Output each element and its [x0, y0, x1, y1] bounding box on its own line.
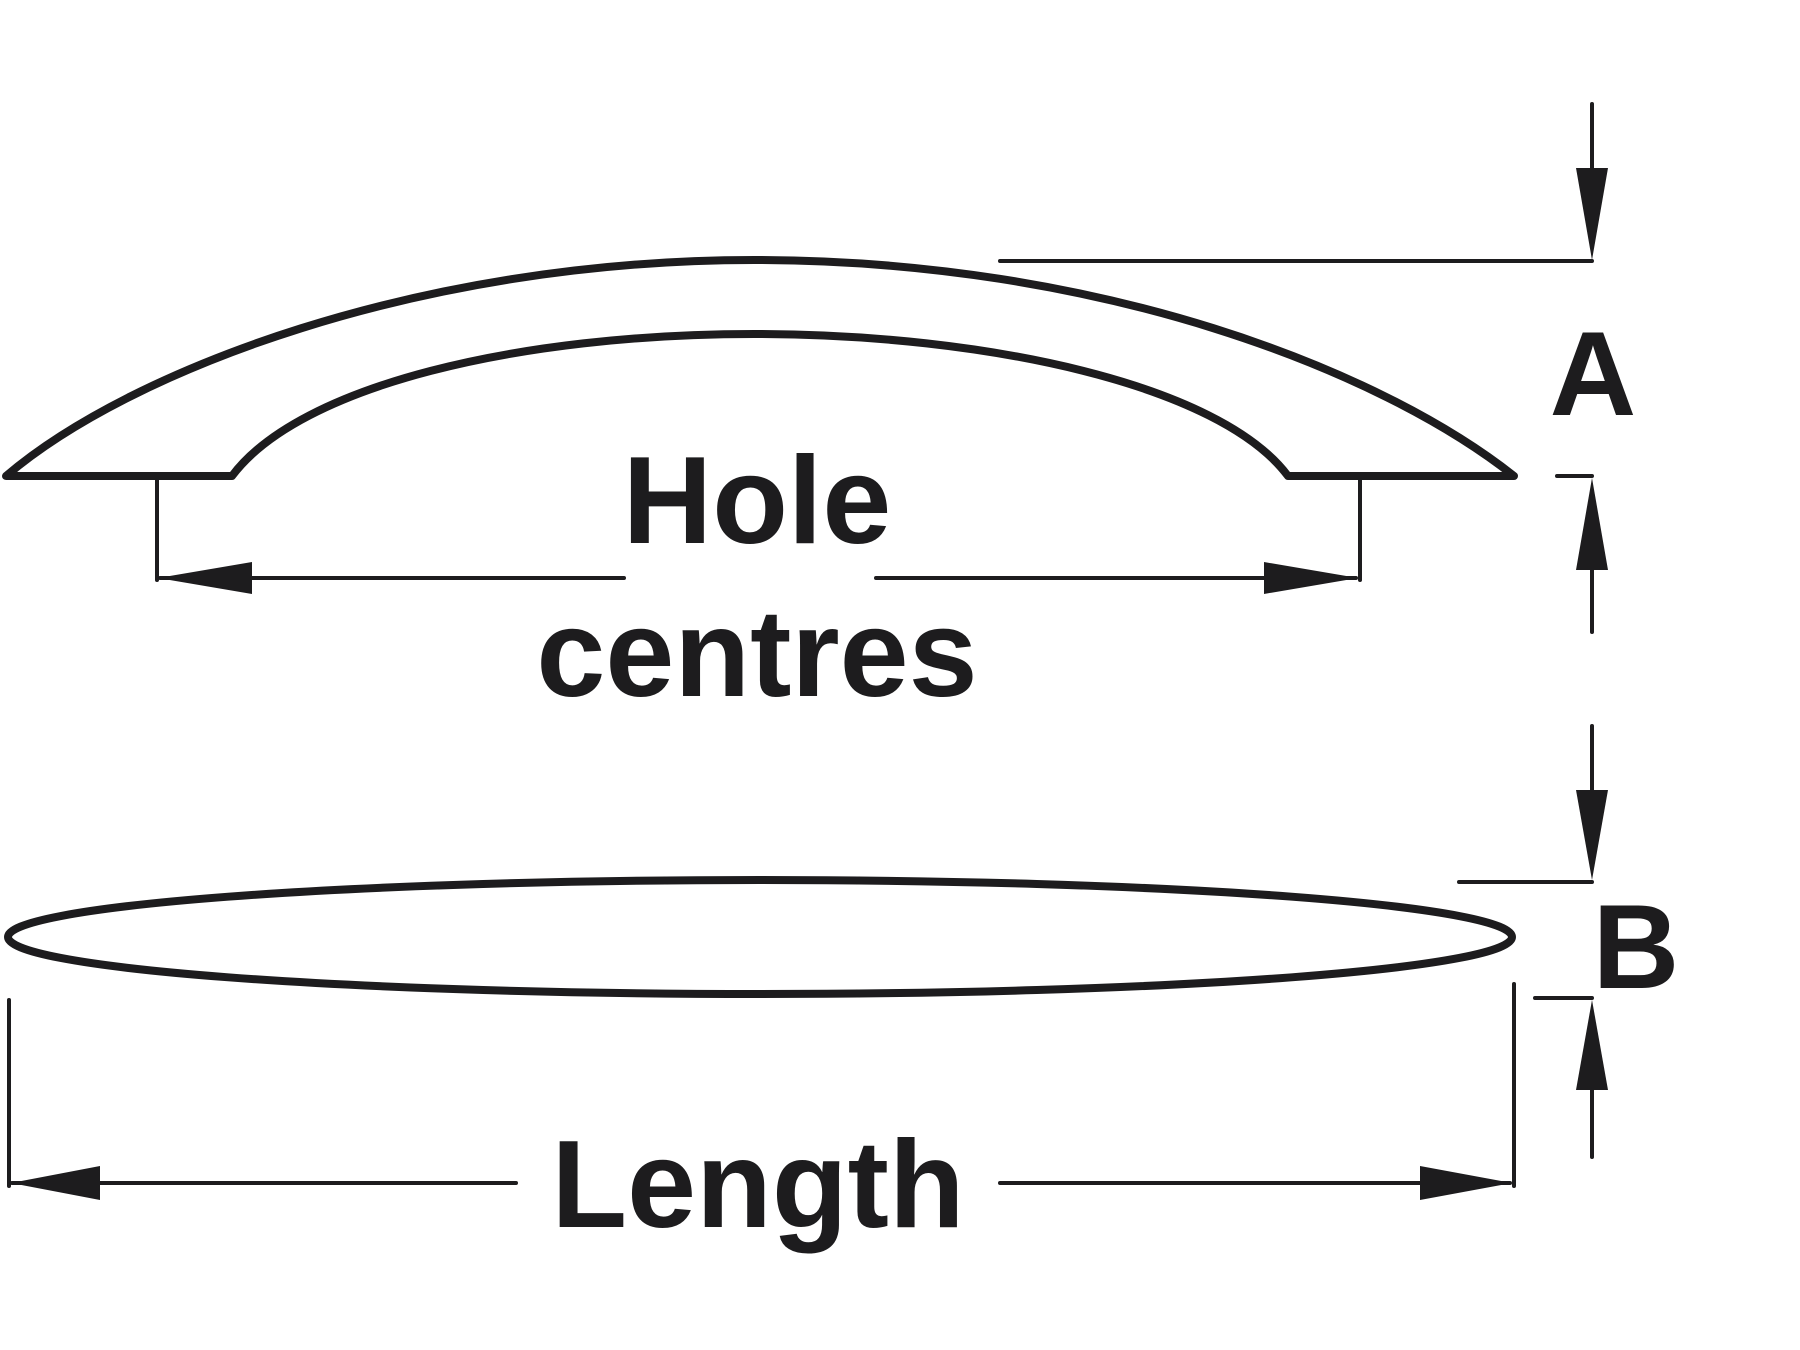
- length-left-arrowhead: [11, 1166, 100, 1200]
- b-label: B: [1593, 880, 1680, 1014]
- hole-right-arrowhead: [1264, 562, 1358, 594]
- b-up-arrowhead: [1576, 1000, 1608, 1090]
- handle-outer-profile: [2, 256, 1518, 480]
- length-dimension: Length: [7, 982, 1516, 1254]
- length-label: Length: [551, 1116, 964, 1254]
- handle-top-outline: [4, 876, 1516, 998]
- a-down-arrowhead: [1576, 168, 1608, 260]
- b-down-arrowhead: [1576, 790, 1608, 880]
- handle-side-view: [2, 256, 1518, 480]
- height-dimension-a: A: [998, 102, 1637, 634]
- depth-dimension-b: B: [1457, 724, 1680, 1159]
- length-right-arrowhead: [1420, 1166, 1512, 1200]
- hole-centres-label-line2: centres: [536, 585, 977, 723]
- handle-top-view: [4, 876, 1516, 998]
- hole-left-arrowhead: [158, 562, 252, 594]
- a-label: A: [1550, 307, 1637, 441]
- hole-centres-dimension: Hole centres: [155, 432, 1362, 723]
- a-up-arrowhead: [1576, 478, 1608, 570]
- hole-centres-label-line1: Hole: [623, 432, 892, 570]
